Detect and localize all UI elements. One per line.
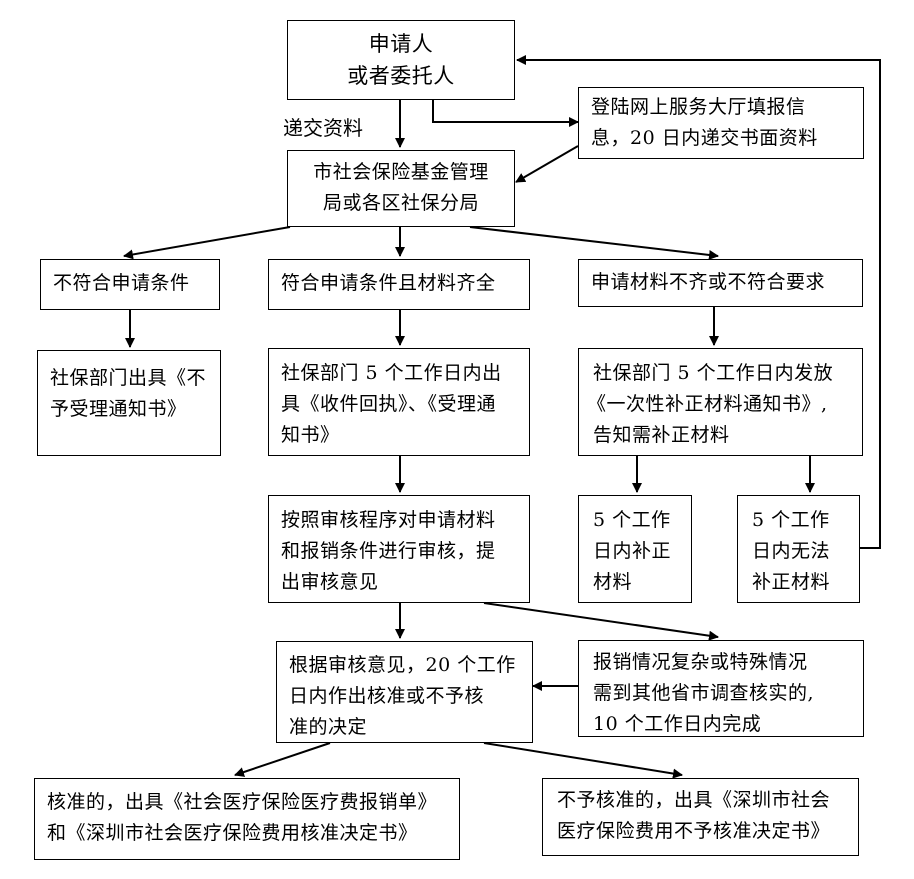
node-bureau: 市社会保险基金管理 局或各区社保分局 (287, 150, 515, 227)
node-incomplete: 申请材料不齐或不符合要求 (578, 259, 863, 307)
node-correction-notice-line-1: 社保部门 5 个工作日内发放 (593, 362, 834, 384)
node-online: 登陆网上服务大厅填报信 息，20 日内递交书面资料 (578, 87, 864, 159)
node-decision-line-2: 日内作出核准或不予核 (289, 685, 485, 707)
node-not-corrected-5days: 5 个工作 日内无法 补正材料 (737, 495, 860, 603)
node-bureau-line-2: 局或各区社保分局 (322, 192, 479, 214)
node-correction-notice: 社保部门 5 个工作日内发放 《一次性补正材料通知书》, 告知需补正材料 (578, 348, 863, 456)
node-not-approved-line-1: 不予核准的，出具《深圳市社会 (557, 789, 831, 811)
node-corrected-5days: 5 个工作 日内补正 材料 (578, 495, 692, 603)
arrow-online-to-bureau (515, 145, 579, 183)
node-corrected-5days-line-3: 材料 (593, 571, 633, 593)
node-review: 按照审核程序对申请材料 和报销条件进行审核，提 出审核意见 (268, 495, 530, 603)
node-correction-notice-line-3: 告知需补正材料 (593, 424, 730, 446)
node-receipt-line-3: 知书》 (281, 424, 340, 446)
node-reject-notice-line-2: 予受理通知书》 (50, 398, 187, 420)
node-not-corrected-5days-line-3: 补正材料 (752, 571, 831, 593)
node-corrected-5days-line-2: 日内补正 (593, 540, 672, 562)
node-applicant-line-1: 申请人 (368, 32, 434, 56)
node-reject-notice: 社保部门出具《不 予受理通知书》 (37, 350, 221, 456)
node-not-corrected-5days-line-2: 日内无法 (752, 540, 831, 562)
node-not-eligible: 不符合申请条件 (40, 259, 220, 310)
node-receipt: 社保部门 5 个工作日内出 具《收件回执》、《受理通 知书》 (268, 348, 530, 456)
node-complex-line-2: 需到其他省市调查核实的, (593, 682, 815, 704)
node-not-approved-line-2: 医疗保险费用不予核准决定书》 (557, 820, 831, 842)
edge-label-submit-materials: 递交资料 (283, 116, 363, 140)
node-not-approved: 不予核准的，出具《深圳市社会 医疗保险费用不予核准决定书》 (542, 778, 859, 856)
node-applicant-line-2: 或者委托人 (347, 64, 455, 88)
node-approved-line-2: 和《深圳市社会医疗保险费用核准决定书》 (47, 822, 418, 844)
node-reject-notice-line-1: 社保部门出具《不 (50, 367, 207, 389)
node-complex-line-3: 10 个工作日内完成 (593, 713, 762, 735)
arrow-review-to-complex (483, 602, 719, 641)
node-eligible: 符合申请条件且材料齐全 (268, 259, 530, 310)
arrow-bureau-to-not-eligible (123, 226, 291, 260)
node-online-line-1: 登陆网上服务大厅填报信 (591, 96, 806, 118)
node-complex: 报销情况复杂或特殊情况 需到其他省市调查核实的, 10 个工作日内完成 (578, 640, 864, 737)
node-receipt-line-2: 具《收件回执》、《受理通 (281, 393, 497, 415)
node-bureau-line-1: 市社会保险基金管理 (313, 161, 489, 183)
node-decision: 根据审核意见，20 个工作 日内作出核准或不予核 准的决定 (276, 641, 533, 743)
node-receipt-line-1: 社保部门 5 个工作日内出 (281, 362, 502, 384)
node-incomplete-line-1: 申请材料不齐或不符合要求 (591, 271, 826, 293)
node-applicant: 申请人 或者委托人 (287, 20, 515, 100)
arrow-bureau-to-incomplete (469, 226, 719, 260)
node-approved: 核准的，出具《社会医疗保险医疗费报销单》 和《深圳市社会医疗保险费用核准决定书》 (34, 778, 460, 860)
node-online-line-2: 息，20 日内递交书面资料 (591, 127, 818, 149)
node-approved-line-1: 核准的，出具《社会医疗保险医疗费报销单》 (47, 791, 438, 813)
node-review-line-2: 和报销条件进行审核，提 (281, 540, 496, 562)
arrow-applicant-to-online (432, 100, 579, 127)
node-not-corrected-5days-line-1: 5 个工作 (752, 509, 830, 531)
node-eligible-line-1: 符合申请条件且材料齐全 (281, 272, 496, 294)
node-corrected-5days-line-1: 5 个工作 (593, 509, 671, 531)
node-review-line-3: 出审核意见 (281, 571, 379, 593)
node-decision-line-1: 根据审核意见，20 个工作 (289, 654, 516, 676)
node-decision-line-3: 准的决定 (289, 716, 368, 738)
node-not-eligible-line-1: 不符合申请条件 (53, 272, 190, 294)
node-review-line-1: 按照审核程序对申请材料 (281, 509, 496, 531)
arrow-decision-to-not-approved (483, 742, 683, 779)
node-complex-line-1: 报销情况复杂或特殊情况 (593, 651, 808, 673)
node-correction-notice-line-2: 《一次性补正材料通知书》, (587, 393, 828, 415)
arrow-decision-to-approved (234, 742, 331, 777)
